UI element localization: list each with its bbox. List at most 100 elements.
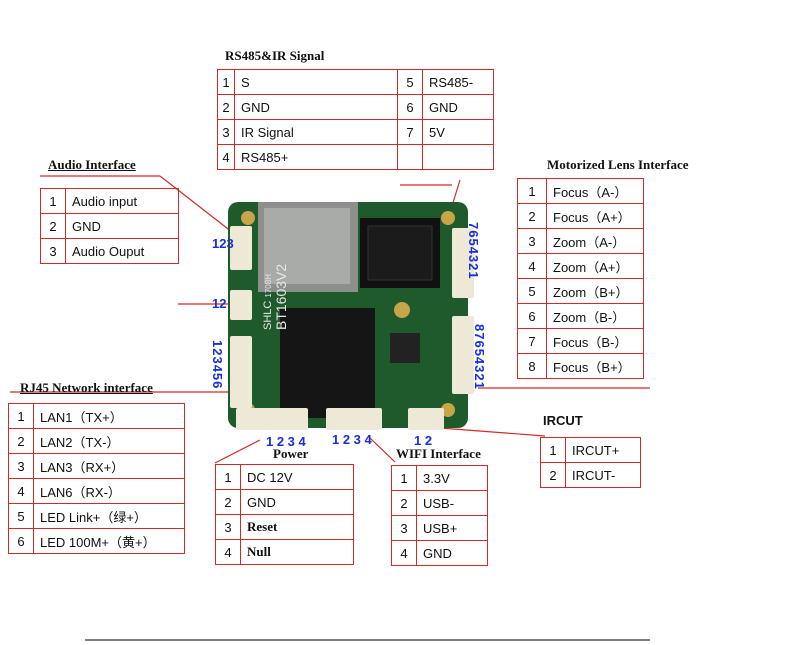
rj45-pin-label: 123456: [210, 340, 225, 390]
pin-number: 1: [217, 69, 235, 95]
pin-number: 4: [391, 540, 417, 566]
wifi-title: WIFI Interface: [396, 446, 481, 461]
pin-number: 2: [517, 203, 547, 229]
pin-number: 7: [397, 119, 423, 145]
pin-number: 2: [8, 428, 34, 454]
pin-function: LAN6（RX-）: [33, 478, 185, 504]
pin-number: 3: [215, 514, 241, 540]
rj45-title: RJ45 Network interface: [20, 380, 153, 395]
pin-number: 2: [391, 490, 417, 516]
pin-function: Focus（A+）: [546, 203, 644, 229]
pin-function: DC 12V: [240, 464, 354, 490]
pin-function: LED 100M+（黄+）: [33, 528, 185, 554]
pin-number: 2: [217, 94, 235, 120]
pin-function: S: [234, 69, 398, 95]
pin-function: USB-: [416, 490, 488, 516]
pin-function: Reset: [240, 514, 354, 540]
table-row: 3 IR Signal 7 5V: [217, 119, 494, 145]
pin-number: 3: [40, 238, 66, 264]
pin-function: LAN2（TX-）: [33, 428, 185, 454]
pin-number: 6: [397, 94, 423, 120]
pin-function: LED Link+（绿+）: [33, 503, 185, 529]
pin-number: 2: [215, 489, 241, 515]
silk-model: BT1603V2: [273, 263, 289, 330]
pin-number: 1: [540, 437, 566, 463]
audio-title: Audio Interface: [48, 157, 136, 172]
pin-function: Zoom（A-）: [546, 228, 644, 254]
pin-number: 3: [517, 228, 547, 254]
pin-number: 2: [540, 462, 566, 488]
table-row: 2 GND 6 GND: [217, 94, 494, 120]
power-title: Power: [273, 446, 309, 461]
pin-function: RS485+: [234, 144, 398, 170]
ircut-pin-label: 1 2: [414, 433, 433, 448]
pin-function: [422, 144, 494, 170]
pin-function: Focus（B-）: [546, 328, 644, 354]
pin-number: 6: [8, 528, 34, 554]
pin-number: 5: [8, 503, 34, 529]
pin-function: RS485-: [422, 69, 494, 95]
pin-number: 1: [215, 464, 241, 490]
pin-function: 5V: [422, 119, 494, 145]
rs485-table: 1 S 5 RS485- 2 GND 6 GND 3 IR Signal 7 5…: [217, 69, 494, 170]
pin-function: USB+: [416, 515, 488, 541]
pin-function: GND: [240, 489, 354, 515]
pin-function: Null: [240, 539, 354, 565]
pin-function: 3.3V: [416, 465, 488, 491]
power-pin-label: 1 2 3 4: [266, 434, 306, 449]
pin-function: IRCUT-: [565, 462, 641, 488]
table-row: 4 RS485+: [217, 144, 494, 170]
pin-number: 4: [8, 478, 34, 504]
pin-function: Zoom（B+）: [546, 278, 644, 304]
pin-number: 7: [517, 328, 547, 354]
pin-number: 5: [517, 278, 547, 304]
pin-function: Zoom（B-）: [546, 303, 644, 329]
pin-number: [397, 144, 423, 170]
pin-function: GND: [234, 94, 398, 120]
pin-number: 8: [517, 353, 547, 379]
pin-number: 3: [391, 515, 417, 541]
pin-function: GND: [422, 94, 494, 120]
pin-number: 5: [397, 69, 423, 95]
pin-function: Zoom（A+）: [546, 253, 644, 279]
pin-function: LAN1（TX+）: [33, 403, 185, 429]
ircut-title: IRCUT: [543, 413, 583, 428]
pin-function: Audio Ouput: [65, 238, 179, 264]
pin-number: 4: [215, 539, 241, 565]
pin-number: 3: [217, 119, 235, 145]
motor-pin-label-8: 87654321: [472, 324, 487, 390]
pin-number: 1: [40, 188, 66, 214]
camera-board: [228, 202, 474, 430]
audio-pin-label: 123: [212, 236, 234, 251]
wifi-pin-label: 1 2 3 4: [332, 432, 372, 447]
pin-number: 1: [517, 178, 547, 204]
